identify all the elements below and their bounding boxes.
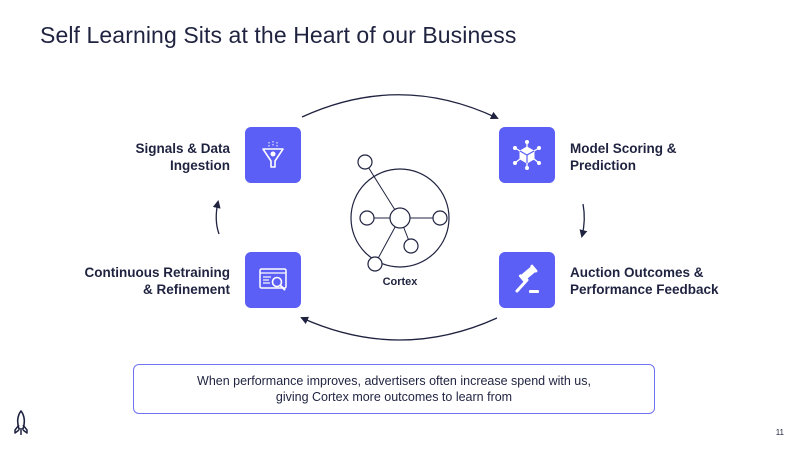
step-signals-line2: Ingestion: [170, 158, 230, 173]
step-scoring-tile: [499, 127, 555, 183]
arrow-bottom: [300, 316, 498, 341]
arrow-right: [579, 203, 588, 238]
funnel-icon: [262, 141, 284, 168]
page-number: 11: [775, 428, 784, 437]
network-graph-icon: [350, 154, 450, 272]
step-signals-line1: Signals & Data: [135, 141, 230, 156]
step-scoring-line1: Model Scoring &: [570, 141, 677, 156]
step-signals-tile: [245, 127, 301, 183]
gavel-icon: [515, 264, 539, 293]
step-auction-line2: Performance Feedback: [570, 282, 719, 297]
page-title: Self Learning Sits at the Heart of our B…: [40, 22, 517, 48]
step-retraining-line1: Continuous Retraining: [84, 265, 231, 280]
step-retraining-tile: [245, 252, 301, 308]
step-retraining-line2: & Refinement: [142, 282, 230, 297]
step-scoring-line2: Prediction: [570, 158, 637, 173]
callout-line1: When performance improves, advertisers o…: [197, 374, 591, 388]
step-scoring-label: Model Scoring & Prediction: [570, 140, 730, 174]
arrow-top: [301, 94, 499, 120]
callout-line2: giving Cortex more outcomes to learn fro…: [275, 390, 513, 404]
cube-network-icon: [513, 140, 541, 170]
step-auction-label: Auction Outcomes & Performance Feedback: [570, 264, 750, 298]
step-retraining-label: Continuous Retraining & Refinement: [60, 264, 231, 298]
step-auction-line1: Auction Outcomes &: [570, 265, 704, 280]
arrow-left: [212, 200, 221, 235]
step-signals-label: Signals & Data Ingestion: [90, 140, 230, 174]
cortex-label: Cortex: [382, 276, 418, 288]
callout-box: When performance improves, advertisers o…: [133, 364, 655, 414]
step-auction-tile: [499, 252, 555, 308]
monitor-search-icon: [259, 268, 287, 291]
rocket-logo-icon: [14, 410, 28, 435]
